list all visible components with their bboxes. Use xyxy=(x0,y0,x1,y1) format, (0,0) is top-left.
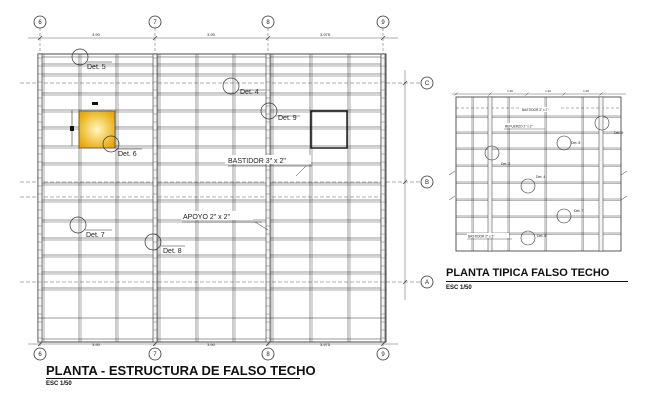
typical-dimension-2: 1.20 xyxy=(545,89,551,93)
dimension-bottom-1: 3.90 xyxy=(92,342,101,347)
typical-dimension-1: 1.20 xyxy=(507,89,513,93)
detail-callout-4: Det. 4 xyxy=(222,77,265,96)
typical-label-bastidor-bottom: BASTIDOR 2" x 2" xyxy=(467,233,512,240)
light-fixture xyxy=(78,110,116,149)
svg-text:Det. 7: Det. 7 xyxy=(574,209,583,213)
fixture-dimension-mark xyxy=(70,126,74,131)
typical-detail-callout-7: Det. 7 xyxy=(556,208,583,224)
typical-plan-title: PLANTA TIPICA FALSO TECHO xyxy=(446,267,610,279)
grid-bubble-6-bottom: 6 xyxy=(33,347,47,361)
svg-text:BASTIDOR 3" x 2": BASTIDOR 3" x 2" xyxy=(522,108,548,112)
svg-text:Det. 8: Det. 8 xyxy=(537,234,546,238)
svg-text:Det. 5: Det. 5 xyxy=(87,64,106,71)
grid-bubble-c: C xyxy=(420,76,434,90)
svg-text:Det. 3: Det. 3 xyxy=(501,162,510,166)
svg-text:Det. 8: Det. 8 xyxy=(571,141,580,145)
typical-detail-callout-3: Det. 3 xyxy=(484,145,510,166)
svg-text:6: 6 xyxy=(38,352,42,358)
grid-bubble-7-bottom: 7 xyxy=(148,347,162,361)
grid-bubble-8-top: 8 xyxy=(261,15,275,29)
typical-label-refuerzo: REFUERZO 2" x 2" xyxy=(504,123,545,130)
svg-text:Det. 8: Det. 8 xyxy=(163,248,182,255)
detail-callout-6: Det. 6 xyxy=(102,135,142,158)
svg-text:B: B xyxy=(425,180,429,186)
detail-callout-5: Det. 5 xyxy=(71,48,112,71)
svg-text:BASTIDOR 2" x 2": BASTIDOR 2" x 2" xyxy=(468,235,494,239)
typical-plan-annotations: 1.20 1.20 1.20 BASTIDOR 3" x 2" REFUERZO… xyxy=(467,89,623,246)
detail-callout-9: Det. 9 xyxy=(260,102,300,122)
dimension-top-1: 3.90 xyxy=(92,32,101,37)
label-apoyo: APOYO 2" x 2" xyxy=(181,211,269,231)
svg-text:8: 8 xyxy=(266,20,270,26)
svg-text:Det. 7: Det. 7 xyxy=(86,232,105,239)
svg-text:7: 7 xyxy=(153,352,157,358)
detail-callout-8: Det. 8 xyxy=(144,233,185,255)
main-plan-title-underline xyxy=(46,378,300,379)
typical-plan-grid xyxy=(448,92,628,252)
typical-label-bastidor-top: BASTIDOR 3" x 2" xyxy=(520,107,560,112)
dimension-top-3: 3.975 xyxy=(320,32,331,37)
empty-panel-highlight xyxy=(310,110,348,149)
typical-plan-title-underline xyxy=(446,281,628,282)
main-plan-scale: ESC 1/50 xyxy=(46,381,72,387)
svg-text:Det. 6: Det. 6 xyxy=(118,151,137,158)
svg-text:9: 9 xyxy=(381,352,385,358)
svg-text:APOYO 2" x 2": APOYO 2" x 2" xyxy=(183,214,231,221)
typical-detail-callout-4: Det. 4 xyxy=(520,175,545,194)
fixture-dimension-tick xyxy=(92,102,98,105)
main-plan-annotations: 3.90 3.90 3.975 3.90 3.90 3.975 6 7 8 9 … xyxy=(33,15,434,361)
svg-text:A: A xyxy=(425,280,429,286)
typical-detail-callout-8b: Det. 8 xyxy=(520,230,546,246)
svg-text:6: 6 xyxy=(38,20,42,26)
grid-bubble-a: A xyxy=(420,275,434,289)
main-plan-grid xyxy=(20,28,421,348)
svg-text:7: 7 xyxy=(153,20,157,26)
grid-bubble-6-top: 6 xyxy=(33,15,47,29)
typical-plan-scale: ESC 1/50 xyxy=(446,285,472,291)
grid-bubble-9-top: 9 xyxy=(376,15,390,29)
typical-dimension-3: 1.20 xyxy=(583,89,589,93)
grid-bubble-7-top: 7 xyxy=(148,15,162,29)
svg-text:C: C xyxy=(425,81,430,87)
dimension-bottom-2: 3.90 xyxy=(207,342,216,347)
svg-text:9: 9 xyxy=(381,20,385,26)
svg-text:REFUERZO 2" x 2": REFUERZO 2" x 2" xyxy=(505,125,533,129)
grid-bubble-8-bottom: 8 xyxy=(261,347,275,361)
grid-bubble-9-bottom: 9 xyxy=(376,347,390,361)
typical-detail-callout-8a: Det. 8 xyxy=(556,135,580,151)
dimension-bottom-3: 3.975 xyxy=(320,342,331,347)
main-plan-title: PLANTA - ESTRUCTURA DE FALSO TECHO xyxy=(46,363,316,378)
svg-text:Det. 9: Det. 9 xyxy=(614,131,623,135)
typical-detail-callout-9: Det. 9 xyxy=(594,115,623,135)
detail-callout-7: Det. 7 xyxy=(69,216,112,239)
dimension-top-2: 3.90 xyxy=(207,32,216,37)
svg-text:Det. 4: Det. 4 xyxy=(240,89,259,96)
svg-text:Det. 4: Det. 4 xyxy=(536,175,545,179)
svg-text:Det. 9: Det. 9 xyxy=(278,115,297,122)
label-bastidor: BASTIDOR 3" x 2" xyxy=(225,155,312,177)
svg-text:BASTIDOR 3" x 2": BASTIDOR 3" x 2" xyxy=(228,158,286,165)
grid-bubble-b: B xyxy=(420,175,434,189)
svg-text:8: 8 xyxy=(266,352,270,358)
